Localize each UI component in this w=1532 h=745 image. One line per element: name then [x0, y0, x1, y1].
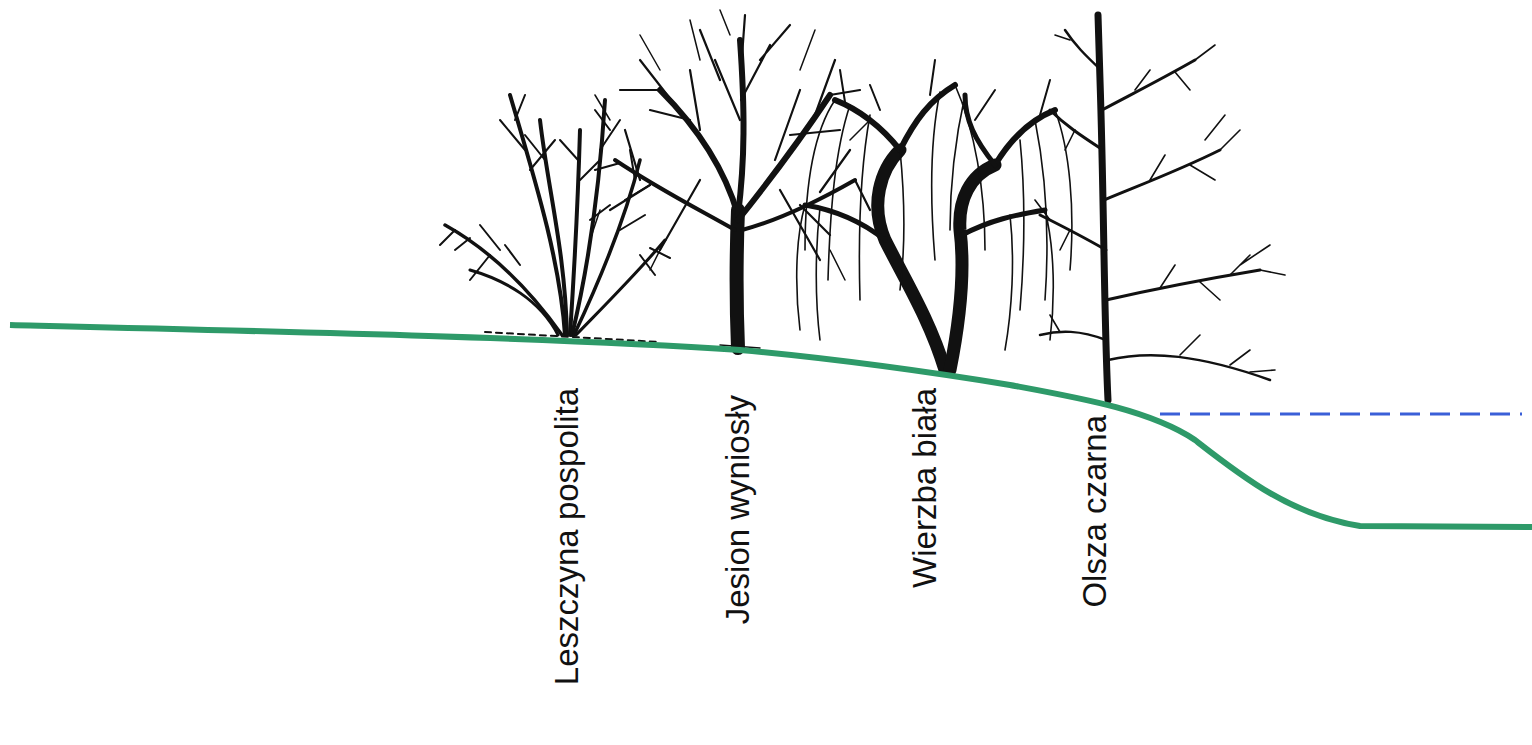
ground-line	[10, 325, 1532, 527]
tree-name: Olsza czarna	[1076, 415, 1114, 608]
willow-tree	[797, 60, 1072, 370]
tree-name: Jesion wyniosły	[719, 395, 757, 624]
hazel-shrub	[440, 95, 670, 342]
alder-tree	[1035, 15, 1285, 400]
ash-tree	[590, 10, 870, 348]
tree-name: Leszczyna pospolita	[548, 388, 586, 685]
water-level	[1160, 413, 1522, 416]
tree-name: Wierzba biała	[906, 388, 944, 588]
